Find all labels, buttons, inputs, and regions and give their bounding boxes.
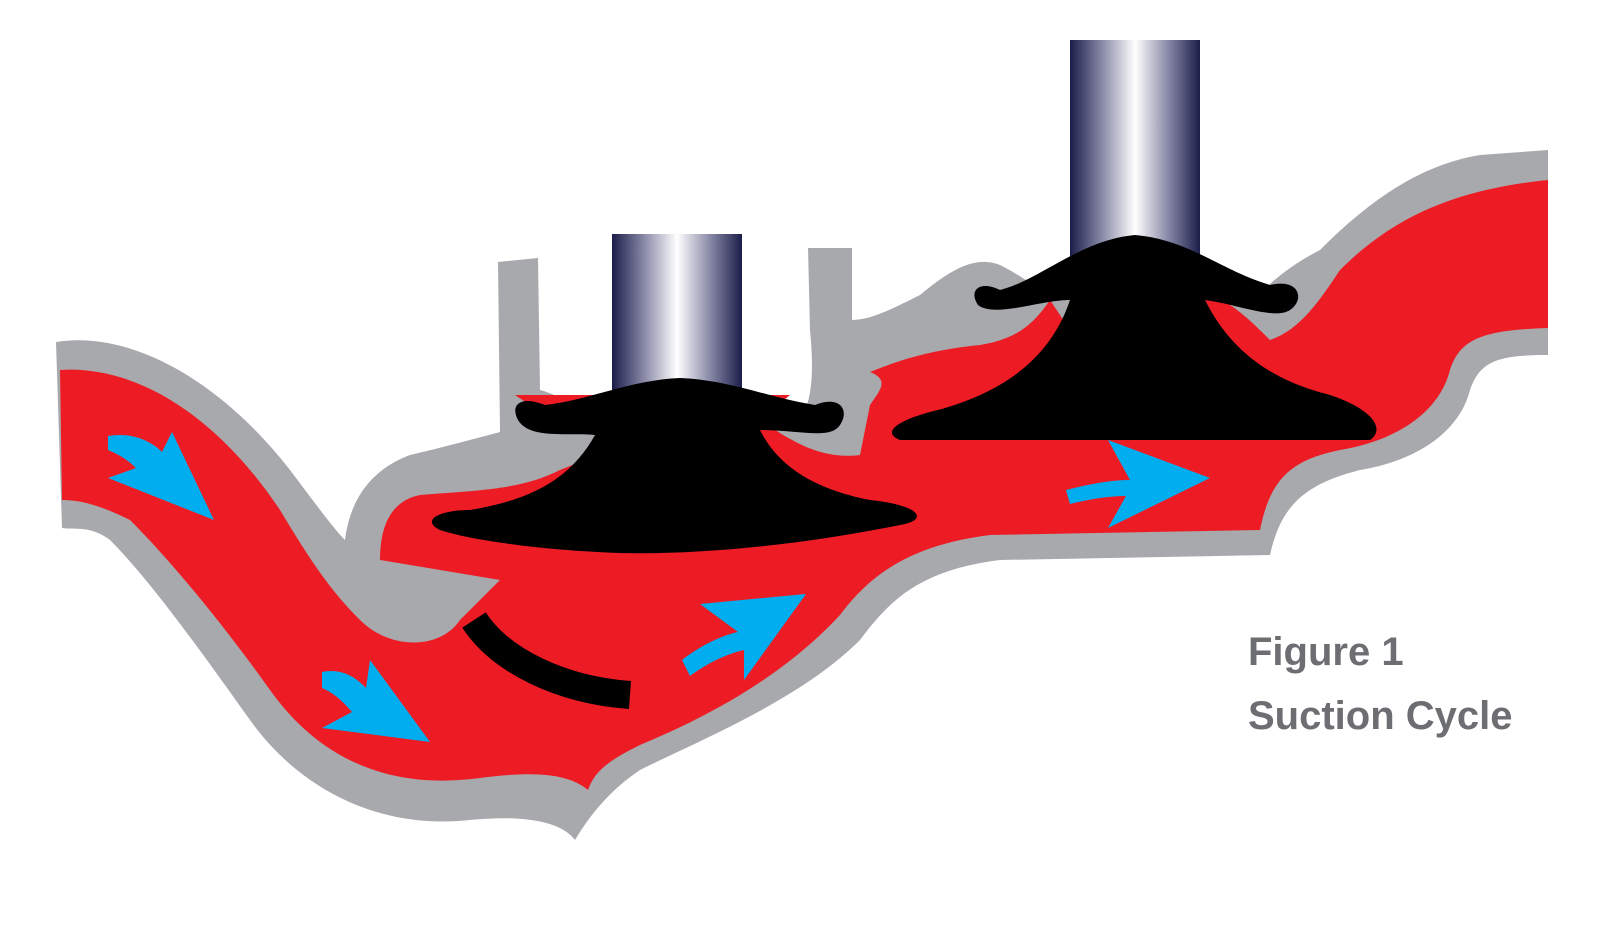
valve-stem-left [612, 234, 742, 394]
arrow-icon [1066, 440, 1210, 528]
valve-stem-right [1070, 40, 1200, 260]
poppet-valve-icon [891, 235, 1377, 440]
figure-caption: Figure 1 Suction Cycle [1248, 620, 1513, 748]
figure-title: Suction Cycle [1248, 694, 1513, 738]
figure-number: Figure 1 [1248, 630, 1404, 674]
poppet-valve-icon [431, 378, 917, 554]
arrow-icon [108, 432, 214, 520]
flapper-valve-icon [462, 611, 632, 709]
arrow-icon [682, 594, 806, 680]
arrow-icon [322, 660, 430, 742]
